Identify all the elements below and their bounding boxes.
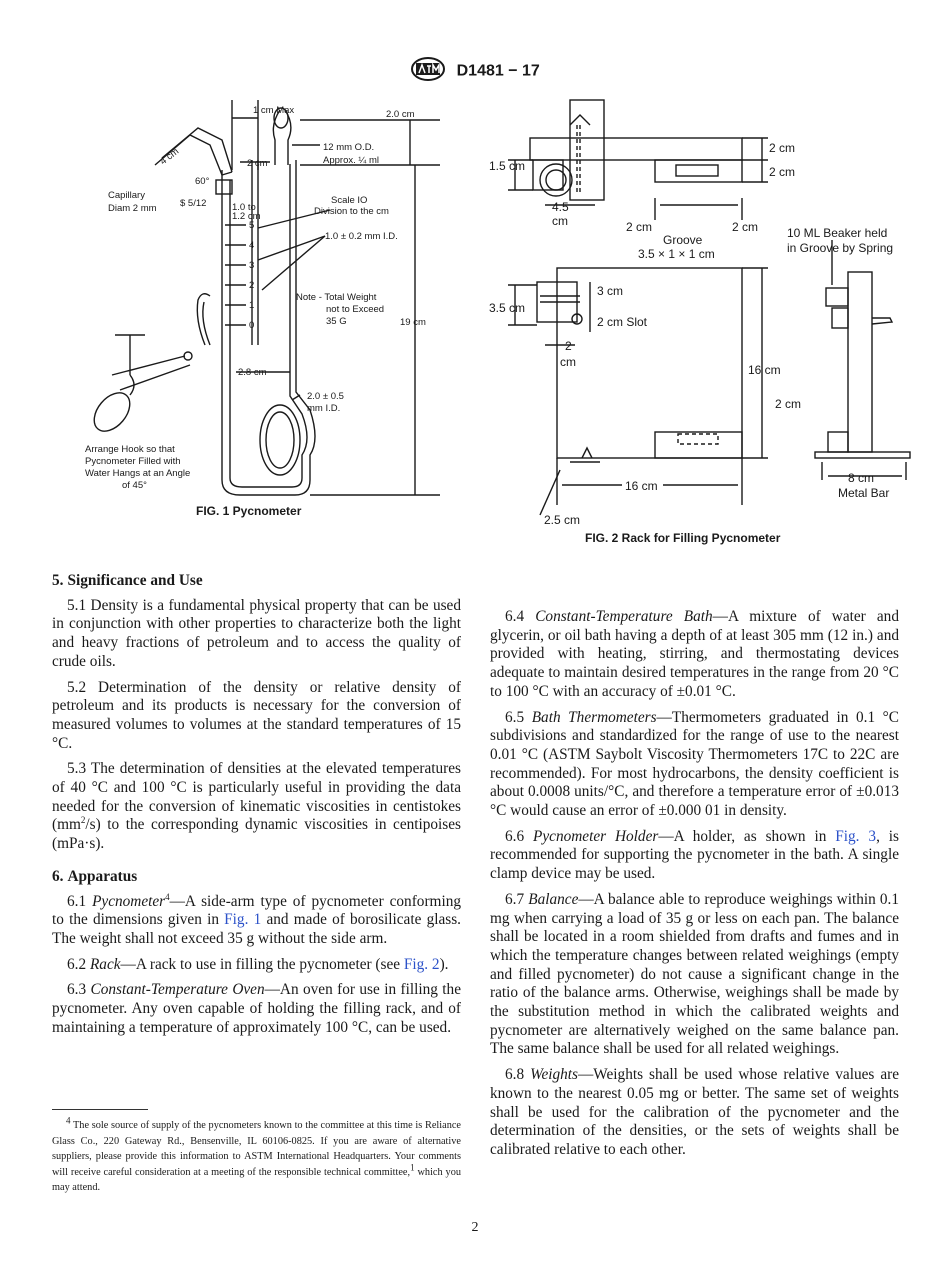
fig1-label: not to Exceed	[326, 304, 384, 315]
section-5-heading: 5.Significance and Use	[52, 572, 203, 589]
fig1-scale-mark: 2	[249, 280, 254, 291]
fig1-label: 35 G	[326, 316, 347, 327]
fig2-label: 2 cm	[769, 165, 795, 179]
figure-1-caption: FIG. 1 Pycnometer	[196, 504, 302, 518]
footnote-4: 4 The sole source of supply of the pycno…	[52, 1115, 461, 1194]
fig2-label: 3.5 cm	[489, 301, 525, 315]
fig1-label: 4 cm	[158, 146, 181, 167]
fig1-label: Arrange Hook so that	[85, 444, 175, 455]
fig1-scale-mark: 4	[249, 240, 254, 251]
fig1-label: 2.0 ± 0.5	[307, 391, 344, 402]
paragraph-5-2: 5.2 Determination of the density or rela…	[52, 678, 461, 752]
fig-1-link[interactable]: Fig. 1	[224, 911, 262, 929]
fig2-label: 3.5 × 1 × 1 cm	[638, 247, 715, 261]
fig2-label: 2 cm	[769, 141, 795, 155]
fig2-label: 16 cm	[625, 479, 658, 493]
fig1-label: of 45°	[122, 480, 147, 491]
fig2-label: Metal Bar	[838, 486, 889, 500]
footnote-divider	[52, 1109, 148, 1110]
paragraph-6-2: 6.2 Rack—A rack to use in filling the py…	[67, 955, 449, 973]
fig2-label: 4.5	[552, 200, 569, 214]
fig1-label: Note - Total Weight	[296, 292, 377, 303]
fig1-scale-mark: 1	[249, 300, 254, 311]
fig1-label: 19 cm	[400, 317, 426, 328]
left-column: 5.Significance and Use 5.1 Density is a …	[52, 572, 461, 1044]
fig1-label: mm I.D.	[307, 403, 340, 414]
fig1-label: Diam 2 mm	[108, 203, 157, 214]
fig1-label: Scale IO	[331, 195, 367, 206]
fig2-label: 8 cm	[848, 471, 874, 485]
fig2-label: 2	[565, 339, 572, 353]
paragraph-6-3: 6.3 Constant-Temperature Oven—An oven fo…	[52, 981, 461, 1036]
fig2-label: cm	[560, 355, 576, 369]
fig2-label: 3 cm	[597, 284, 623, 298]
figure-2-caption: FIG. 2 Rack for Filling Pycnometer	[585, 531, 781, 545]
fig1-label: $ 5/12	[180, 198, 206, 209]
fig2-label: Groove	[663, 233, 703, 247]
fig2-label: 2 cm Slot	[597, 315, 648, 329]
fig1-label: Capillary	[108, 190, 145, 201]
fig1-label: Pycnometer Filled with	[85, 456, 181, 467]
fig1-label: 1 cm Max	[253, 105, 294, 116]
fig2-label: 16 cm	[748, 363, 781, 377]
section-6-heading: 6.Apparatus	[52, 867, 138, 885]
fig2-label: cm	[552, 214, 568, 228]
page-number: 2	[471, 1220, 479, 1235]
fig-3-link[interactable]: Fig. 3	[835, 827, 877, 845]
fig1-label: Approx. ¼ ml	[323, 155, 379, 166]
fig2-label: 2 cm	[626, 220, 652, 234]
paragraph-6-6: 6.6 Pycnometer Holder—A holder, as shown…	[490, 827, 899, 883]
fig1-scale-mark: 5	[249, 220, 254, 231]
fig1-label: 2.0 cm	[386, 109, 415, 120]
fig1-label: Water Hangs at an Angle	[85, 468, 190, 479]
fig1-label: 2.8 cm	[238, 367, 267, 378]
paragraph-5-3: 5.3 The determination of densities at th…	[52, 760, 461, 853]
fig2-label: 1.5 cm	[489, 159, 525, 173]
paragraph-6-5: 6.5 Bath Thermometers—Thermometers gradu…	[490, 708, 899, 820]
fig1-scale-mark: 3	[249, 260, 254, 271]
fig-2-link[interactable]: Fig. 2	[403, 955, 440, 973]
fig1-label: 2 cm	[247, 158, 268, 169]
paragraph-5-1: 5.1 Density is a fundamental physical pr…	[52, 596, 461, 670]
figure-1-pycnometer: 1 cm Max 2.0 cm 12 mm O.D. Approx. ¼ ml …	[85, 100, 440, 496]
paragraph-6-7: 6.7 Balance—A balance able to reproduce …	[490, 890, 899, 1058]
paragraph-6-4: 6.4 Constant-Temperature Bath—A mixture …	[490, 608, 899, 700]
paragraph-6-1: 6.1 Pycnometer4—A side-arm type of pycno…	[52, 891, 462, 947]
fig1-label: Division to the cm	[314, 206, 389, 217]
fig2-label: in Groove by Spring	[787, 241, 893, 255]
right-column: 6.4 Constant-Temperature Bath—A mixture …	[490, 608, 899, 1167]
fig1-label: 1.0 to	[232, 202, 256, 213]
paragraph-6-8: 6.8 Weights—Weights shall be used whose …	[490, 1066, 899, 1158]
fig1-label: 1.2 cm	[232, 211, 261, 222]
fig2-label: 2 cm	[775, 397, 801, 411]
fig1-label: 60°	[195, 176, 210, 187]
fig1-scale-mark: 0	[249, 320, 254, 331]
fig2-label: 2 cm	[732, 220, 758, 234]
fig1-label: 12 mm O.D.	[323, 142, 374, 153]
fig2-label: 10 ML Beaker held	[787, 226, 887, 240]
figure-2-rack: 1.5 cm 4.5 cm 2 cm 2 cm 2 cm 2 cm Groove…	[489, 99, 911, 527]
page-header: D1481 − 17	[0, 56, 950, 87]
astm-logo-icon	[410, 56, 446, 87]
document-id: D1481 − 17	[456, 62, 540, 80]
fig2-label: 2.5 cm	[544, 513, 580, 527]
fig1-label: 1.0 ± 0.2 mm I.D.	[325, 231, 398, 242]
